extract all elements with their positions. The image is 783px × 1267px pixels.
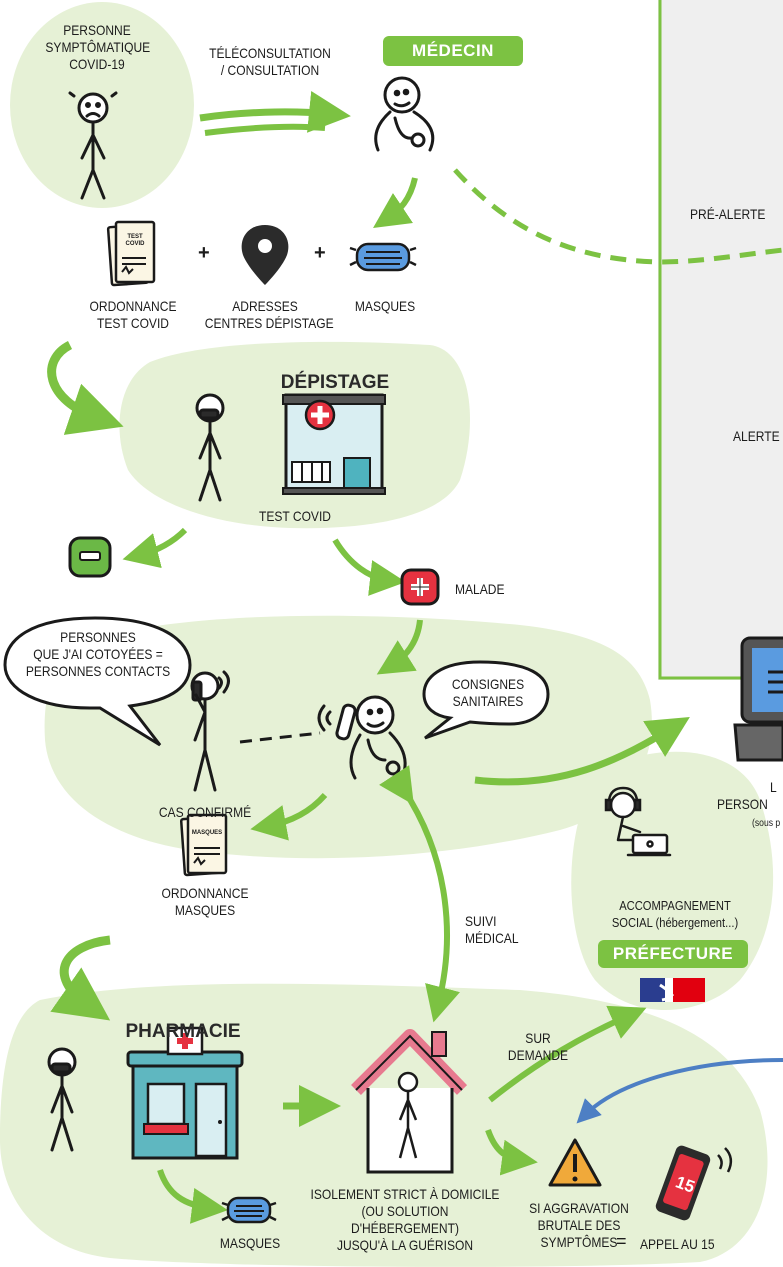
phone-call-dashed-line [239, 731, 321, 744]
confirmed-case-label: CAS CONFIRMÉ [158, 804, 252, 820]
social-support-agent-icon [604, 786, 672, 857]
symptomatic-person-icon [68, 91, 118, 200]
consignes-bubble-text: CONSIGNES SANITAIRES [451, 676, 525, 709]
arrow-to-negative [122, 527, 188, 569]
test-doc-text: TEST [127, 234, 143, 240]
pharmacie-title: PHARMACIE [125, 1021, 241, 1042]
pharmacy-person-icon [47, 1047, 77, 1152]
aggravation-label: SI AGGRAVATION BRUTALE DES SYMPTÔMES [529, 1200, 629, 1250]
ordonnance-masques-label: ORDONNANCE MASQUES [161, 885, 249, 918]
arrow-to-positive [332, 538, 406, 596]
accompagnement-label: ACCOMPAGNEMENT SOCIAL (hébergement...) [611, 898, 739, 930]
cut-sous-label: (sous p [752, 818, 781, 829]
republique-francaise-logo [640, 978, 705, 1002]
blob-prefecture [571, 751, 774, 1010]
malade-label: MALADE [455, 581, 505, 597]
prescription-masks-icon [179, 813, 228, 877]
prefecture-badge: PRÉFECTURE [598, 940, 748, 968]
arrow-home-to-aggravation [485, 1128, 538, 1176]
consignes-speech-bubble [422, 660, 550, 740]
prescription-test-icon [106, 220, 156, 287]
arrow-to-depistage [47, 340, 124, 435]
location-pin-icon [241, 225, 289, 285]
home-isolation-icon [351, 1029, 468, 1174]
sur-demande-label: SUR DEMANDE [507, 1030, 569, 1063]
arrow-to-laptop [474, 716, 690, 786]
ordonnance-test-label: ORDONNANCE TEST COVID [89, 298, 177, 331]
cut-l-label: L [770, 779, 777, 795]
alerte-label: ALERTE [733, 428, 780, 444]
arrow-to-consignes [376, 619, 423, 675]
screening-center-icon [282, 393, 386, 495]
mask-icon [349, 242, 417, 272]
depistage-title: DÉPISTAGE [280, 372, 390, 393]
arrow-to-pharmacy [50, 935, 111, 1021]
confirmed-case-person-icon [190, 670, 230, 792]
contacts-bubble-text: PERSONNES QUE J'AI COTOYÉES = PERSONNES … [25, 629, 171, 679]
negative-result-icon [68, 536, 112, 578]
appel-15-label: APPEL AU 15 [640, 1236, 715, 1252]
masques-doc-text: MASQUES [192, 830, 222, 836]
blue-arrow-from-right [576, 1058, 783, 1124]
pre-alerte-label: PRÉ-ALERTE [690, 206, 766, 222]
arrow-pharmacy-to-masks [157, 1168, 228, 1224]
test-doc-text-2: COVID [125, 241, 145, 247]
arrow-home-to-prefecture [488, 1005, 647, 1103]
arrow-doctor-to-items [373, 177, 418, 228]
arrow-to-mask-prescription [250, 792, 328, 841]
isolement-label: ISOLEMENT STRICT À DOMICILE (OU SOLUTION… [310, 1186, 500, 1253]
mask-icon-2 [221, 1196, 277, 1224]
arrow-to-doctor-2 [204, 123, 326, 136]
arrow-to-doctor [199, 91, 351, 133]
masked-person-icon [195, 393, 225, 502]
symptomatic-person-label: PERSONNE SYMPTÔMATIQUE COVID-19 [45, 22, 151, 72]
masques-label-1: MASQUES [354, 298, 416, 314]
emergency-phone-icon [655, 1145, 733, 1221]
warning-icon [548, 1138, 602, 1187]
plus-sign-2: + [314, 242, 326, 264]
test-covid-label: TEST COVID [258, 508, 332, 524]
positive-result-icon [400, 568, 440, 606]
suivi-medical-label: SUIVI MÉDICAL [465, 913, 519, 946]
adresses-label: ADRESSES CENTRES DÉPISTAGE [204, 298, 334, 331]
follow-up-double-arrow [379, 765, 460, 1023]
right-panel-background [658, 0, 783, 680]
pharmacy-building-icon [126, 1026, 244, 1160]
plus-sign-1: + [198, 242, 210, 264]
cut-person-label: PERSON [717, 796, 768, 812]
masques-label-2: MASQUES [219, 1235, 281, 1251]
doctor-icon [374, 76, 435, 152]
teleconsultation-label: TÉLÉCONSULTATION / CONSULTATION [209, 45, 331, 78]
pre-alert-dashed-line [453, 168, 783, 265]
contacts-speech-bubble [3, 616, 192, 747]
medecin-badge: MÉDECIN [383, 36, 523, 66]
equals-sign: = [616, 1231, 627, 1251]
laptop-icon [733, 636, 783, 762]
